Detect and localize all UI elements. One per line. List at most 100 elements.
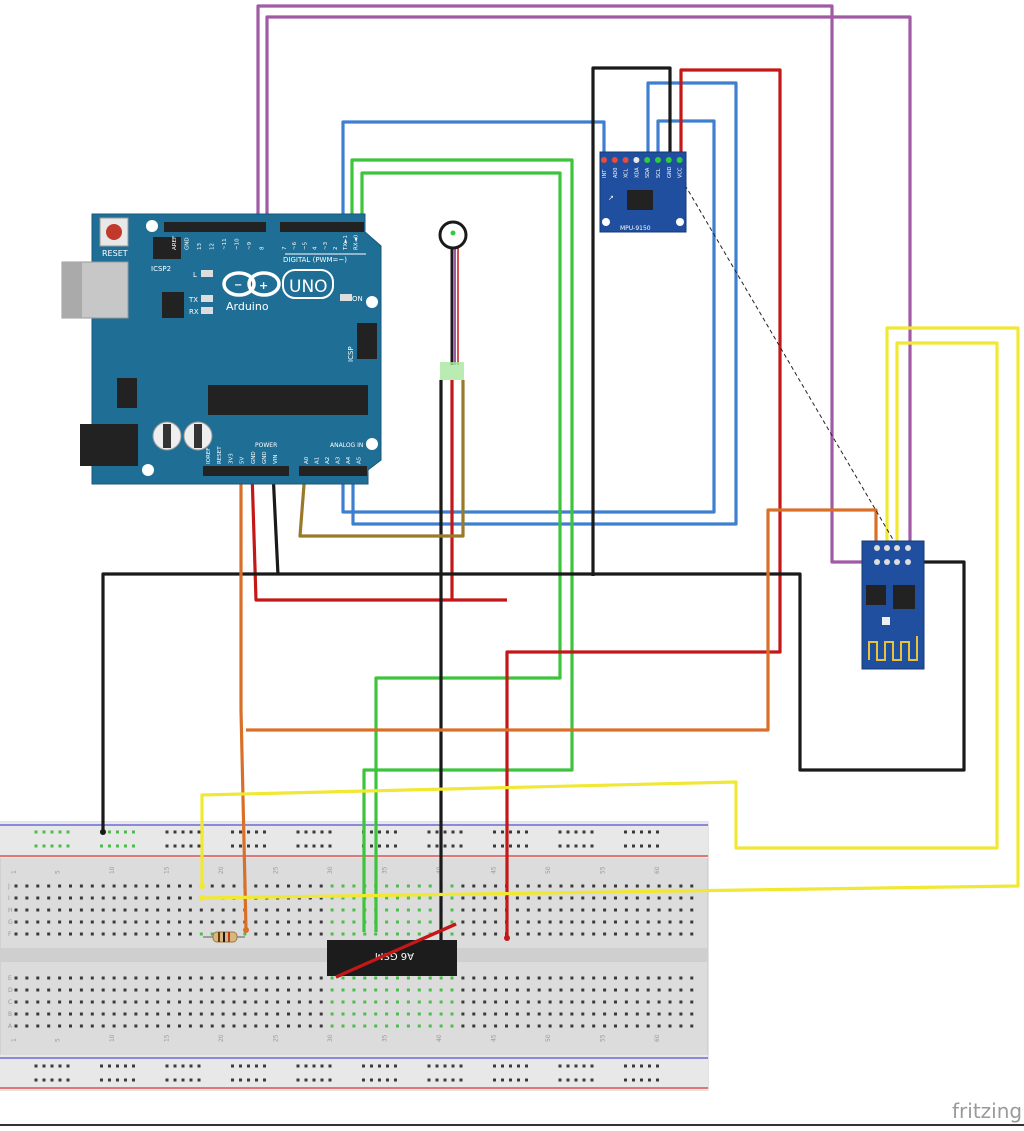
- breadboard-hole: [406, 1024, 410, 1028]
- resistor-band: [228, 932, 230, 942]
- gsm-module[interactable]: A6 GSM: [327, 940, 457, 976]
- breadboard-hole: [450, 1000, 454, 1004]
- rail-hole: [181, 830, 185, 834]
- breadboard-hole: [635, 920, 639, 924]
- breadboard-hole: [668, 1024, 672, 1028]
- bottom-power-rail: [0, 1055, 708, 1090]
- breadboard-hole: [537, 1000, 541, 1004]
- breadboard-hole: [232, 884, 236, 888]
- breadboard-hole: [461, 976, 465, 980]
- breadboard-hole: [254, 920, 258, 924]
- esp-wifi-chip: [893, 585, 915, 609]
- wire-purple[interactable]: [265, 15, 912, 545]
- column-number: 60: [654, 1034, 661, 1042]
- breadboard-hole: [90, 976, 94, 980]
- wire-black[interactable]: [271, 471, 280, 576]
- breadboard-hole: [570, 988, 574, 992]
- breadboard-hole: [646, 988, 650, 992]
- resistor[interactable]: [203, 931, 245, 943]
- rail-hole: [247, 844, 250, 848]
- rail-hole: [632, 844, 635, 848]
- breadboard-hole: [668, 896, 672, 900]
- breadboard-hole: [417, 1000, 421, 1004]
- breadboard-hole: [548, 920, 552, 924]
- breadboard-hole: [548, 932, 552, 936]
- wire-black[interactable]: [101, 560, 966, 832]
- breadboard-hole: [210, 920, 214, 924]
- icsp-label: ICSP: [347, 346, 355, 362]
- rail-hole: [320, 1064, 324, 1068]
- rail-hole: [590, 844, 594, 848]
- breadboard-hole: [635, 1024, 639, 1028]
- wire-yellow[interactable]: [201, 326, 1020, 900]
- bottom-pin-label: 5V: [240, 457, 246, 464]
- wire-red-gsm-top[interactable]: [335, 922, 457, 979]
- breadboard-hole: [483, 920, 487, 924]
- top-pin-label: ~6: [292, 241, 298, 250]
- breadboard-hole: [101, 908, 105, 912]
- breadboard-hole: [363, 988, 367, 992]
- rail-hole: [42, 830, 46, 834]
- breadboard-hole: [352, 976, 356, 980]
- wire-green[interactable]: [360, 171, 562, 932]
- row-letter: C: [8, 999, 12, 1006]
- rail-hole: [239, 1078, 242, 1082]
- wire-black[interactable]: [591, 66, 672, 576]
- wire-orange[interactable]: [246, 508, 878, 732]
- rail-hole: [378, 830, 381, 834]
- wire-red[interactable]: [505, 68, 782, 938]
- rail-hole: [525, 1064, 528, 1068]
- breadboard-hole: [385, 908, 389, 912]
- breadboard-hole: [101, 976, 105, 980]
- breadboard-hole: [112, 1024, 116, 1028]
- breadboard-hole: [188, 1012, 192, 1016]
- breadboard-hole: [472, 1012, 476, 1016]
- breadboard-hole: [167, 884, 171, 888]
- breadboard-hole: [123, 1024, 127, 1028]
- wire-orange[interactable]: [239, 472, 248, 931]
- wire-blue[interactable]: [351, 81, 738, 526]
- breadboard-hole: [25, 884, 29, 888]
- breadboard-hole: [690, 908, 694, 912]
- reset-button-cap: [106, 224, 122, 240]
- breadboard-hole: [276, 988, 280, 992]
- breadboard-hole: [341, 884, 345, 888]
- rail-hole: [124, 1064, 127, 1068]
- wire-blue[interactable]: [341, 120, 606, 225]
- top-pin-label: 13: [197, 243, 203, 250]
- breadboard-hole: [526, 1000, 530, 1004]
- rail-hole: [394, 1078, 397, 1082]
- pulse-sensor[interactable]: [438, 220, 468, 380]
- breadboard-hole: [668, 1000, 672, 1004]
- breadboard-hole: [221, 1012, 225, 1016]
- rail-hole: [648, 1064, 651, 1068]
- breadboard-hole: [374, 1024, 378, 1028]
- wire-purple[interactable]: [256, 4, 868, 564]
- rail-hole: [501, 844, 504, 848]
- rail-hole: [590, 830, 594, 834]
- breadboard-hole: [167, 976, 171, 980]
- breadboard-hole: [265, 908, 269, 912]
- bottom-pin-label: IOREF: [206, 448, 212, 464]
- breadboard-hole: [134, 1012, 138, 1016]
- wire-blue[interactable]: [341, 119, 716, 514]
- breadboard-hole: [178, 976, 181, 980]
- rail-hole: [304, 830, 308, 834]
- breadboard-hole: [450, 976, 454, 980]
- breadboard-hole: [374, 976, 378, 980]
- wire-yellow[interactable]: [200, 341, 999, 886]
- wire-brown[interactable]: [298, 380, 465, 538]
- breadboard-hole: [79, 908, 83, 912]
- breadboard-hole: [199, 976, 203, 980]
- wire-red[interactable]: [250, 471, 507, 602]
- breadboard-hole: [603, 976, 607, 980]
- breadboard-hole: [657, 1024, 661, 1028]
- rail-hole: [501, 1078, 504, 1082]
- breadboard-hole: [603, 1000, 607, 1004]
- esp8266-module[interactable]: [861, 540, 925, 670]
- wire-green[interactable]: [350, 158, 574, 932]
- breadboard-hole: [417, 932, 421, 936]
- breadboard-hole: [614, 884, 617, 888]
